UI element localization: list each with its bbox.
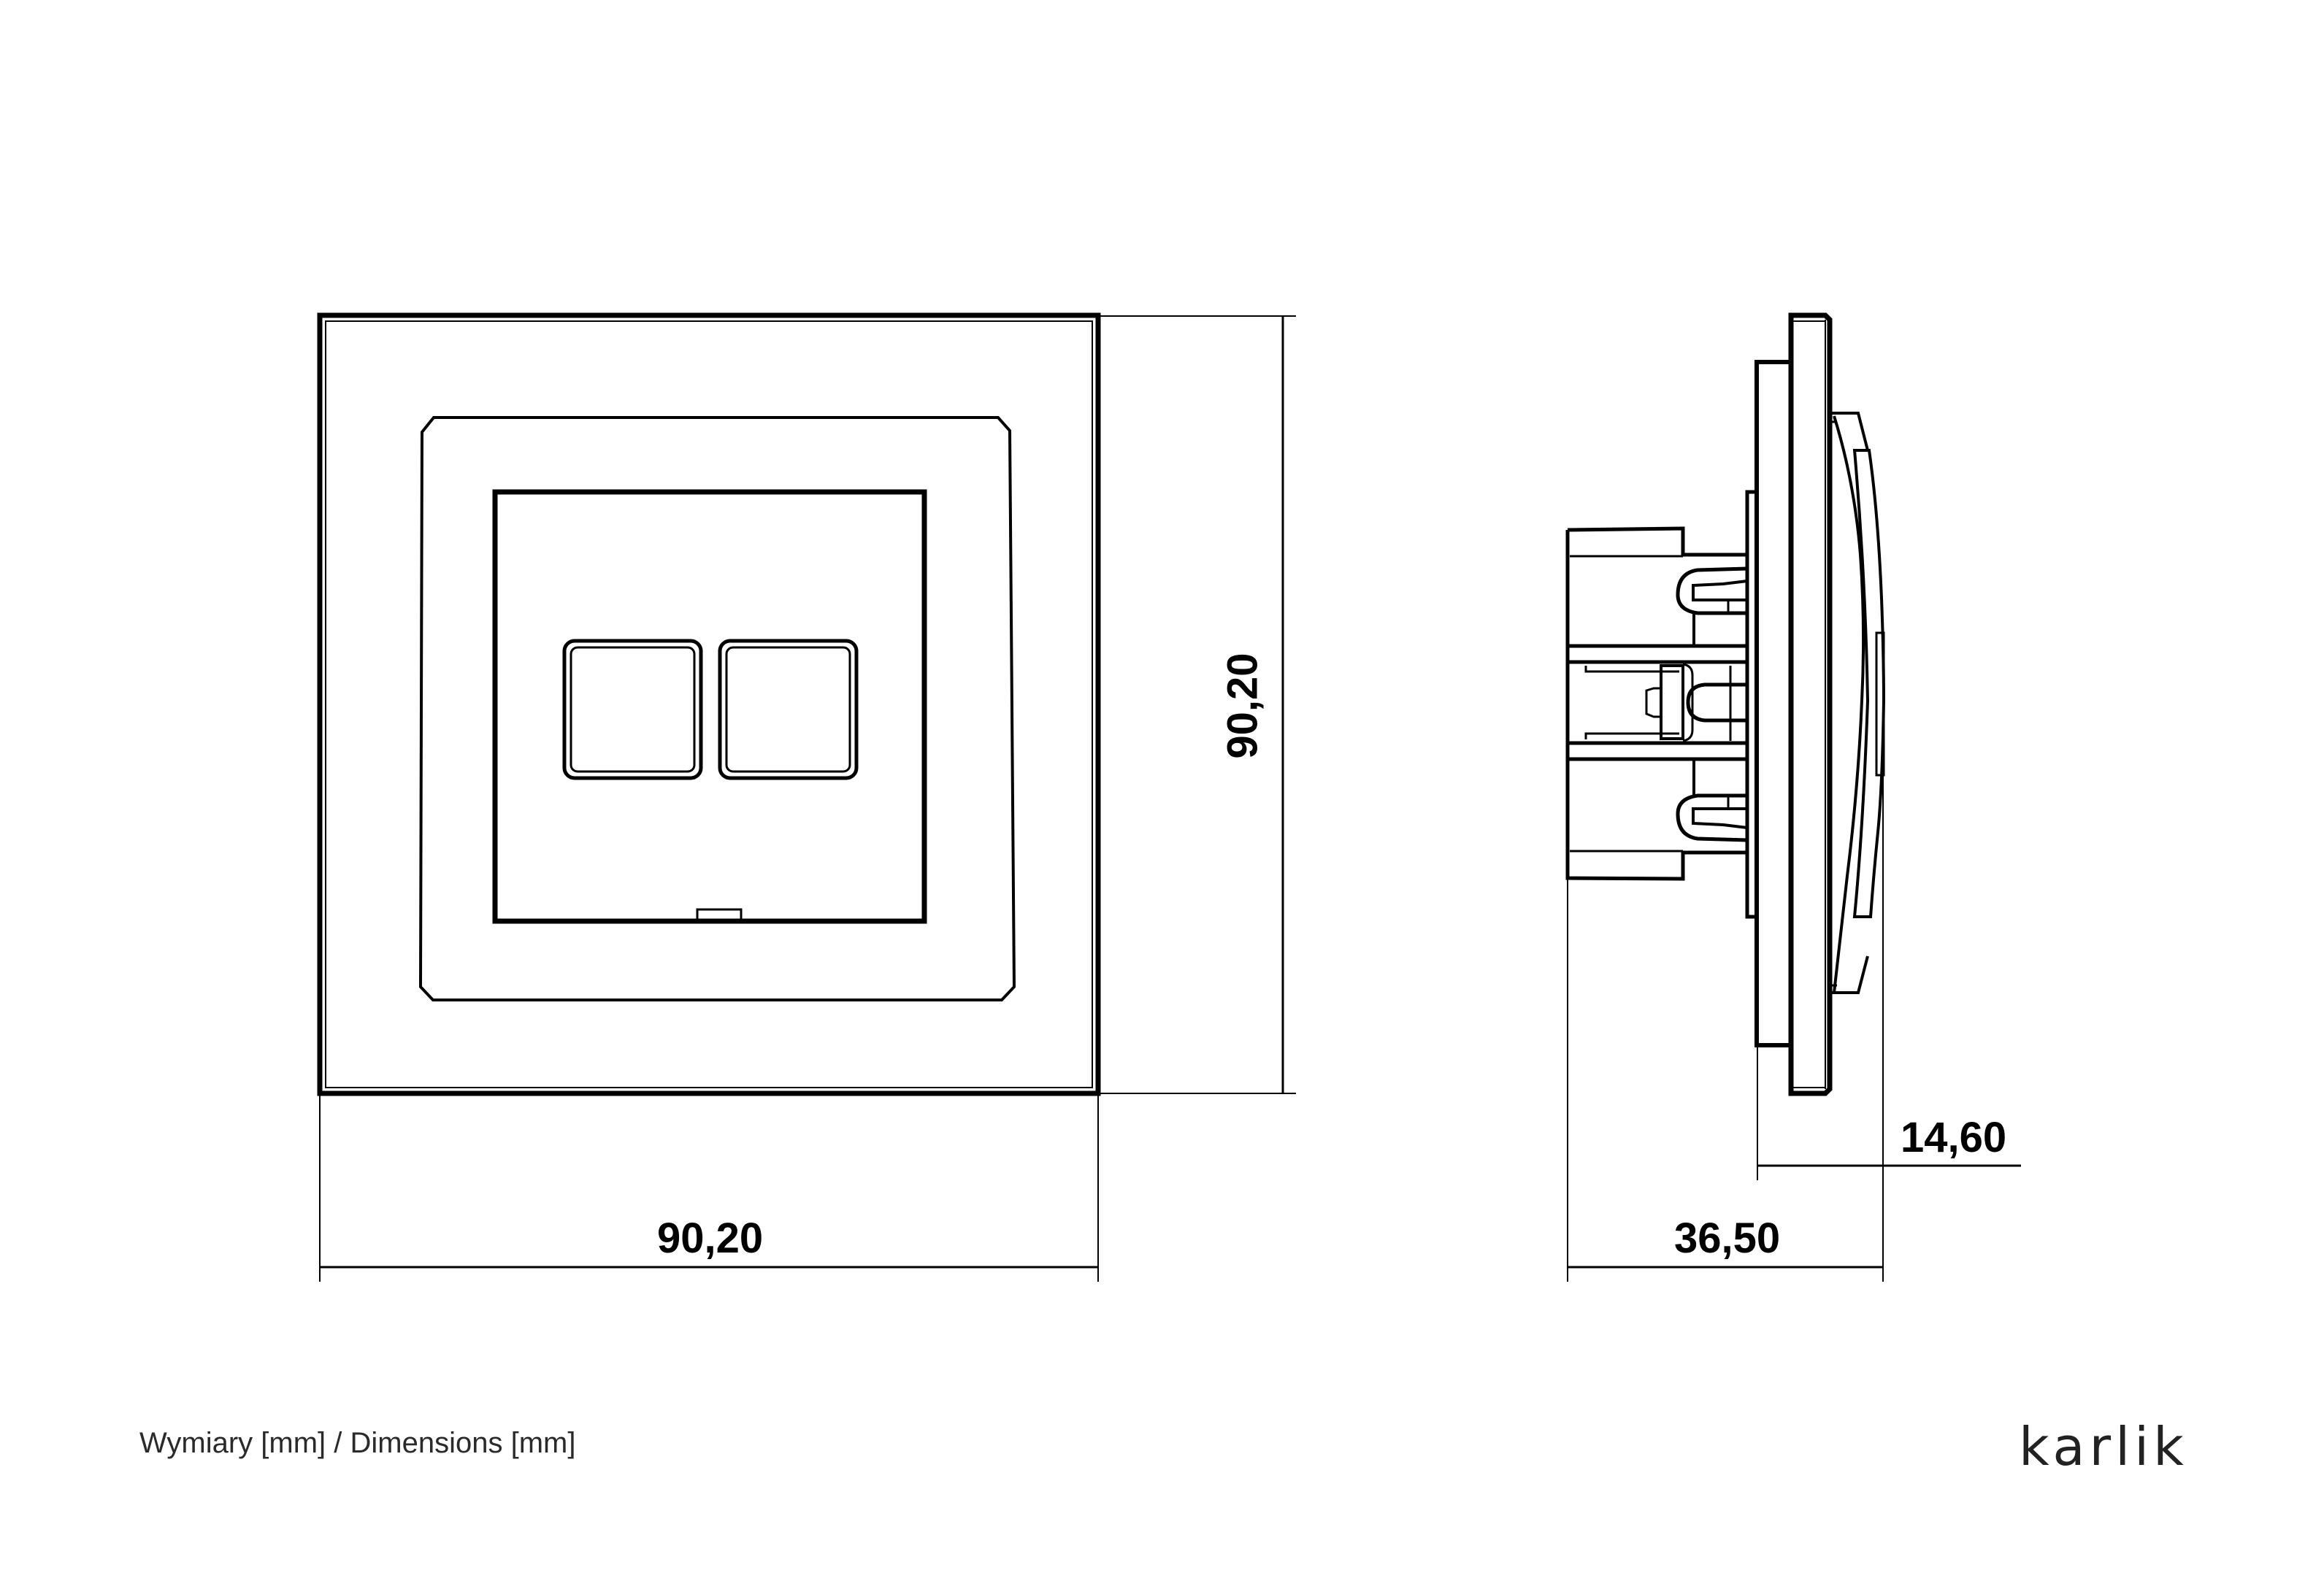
rocker-key bbox=[1830, 412, 1886, 994]
front-dimension-lines bbox=[319, 315, 1296, 1282]
mounting-plate bbox=[1754, 360, 1793, 1047]
side-depth-front-dimension: 14,60 bbox=[1901, 1114, 2007, 1161]
key-left bbox=[562, 639, 703, 780]
side-dimension-lines bbox=[1567, 730, 2021, 1282]
side-depth-total-dimension: 36,50 bbox=[1674, 1215, 1781, 1262]
side-view bbox=[1565, 312, 1886, 1096]
center-cover bbox=[492, 489, 927, 924]
inner-plate bbox=[418, 416, 1016, 1001]
mechanism-body bbox=[1565, 526, 1749, 881]
front-width-dimension: 90,20 bbox=[657, 1215, 764, 1262]
frame-plate bbox=[1788, 312, 1833, 1096]
front-height-dimension: 90,20 bbox=[1219, 653, 1267, 759]
dimensions-caption: Wymiary [mm] / Dimensions [mm] bbox=[139, 1427, 576, 1459]
front-view bbox=[317, 312, 1101, 1096]
outer-frame bbox=[317, 312, 1101, 1096]
brand-logo: karlik bbox=[2019, 1416, 2188, 1477]
key-right bbox=[718, 639, 859, 780]
